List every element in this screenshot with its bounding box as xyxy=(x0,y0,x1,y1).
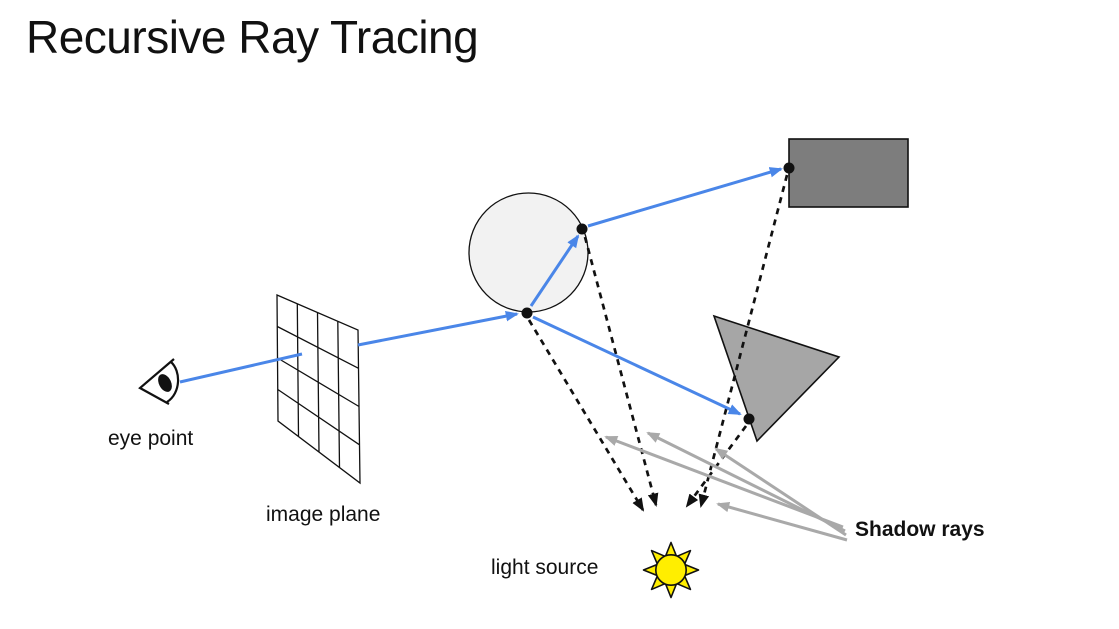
image-plane-label: image plane xyxy=(266,503,381,526)
annotation-arrow-4 xyxy=(716,501,848,542)
internal-ray-in-sphere xyxy=(529,234,580,307)
image-plane-grid xyxy=(276,294,361,485)
eye-point-label: eye point xyxy=(108,427,194,450)
shadow-ray-from-sphere-bottom xyxy=(527,319,645,512)
rectangle-object xyxy=(788,138,909,208)
eye-icon xyxy=(138,358,180,405)
shadow-rays-label: Shadow rays xyxy=(855,518,985,541)
primary-ray-eye-segment xyxy=(179,352,303,384)
annotation-arrow-3 xyxy=(714,447,847,537)
transmitted-ray-to-triangle xyxy=(532,315,742,416)
hit-point-rectangle xyxy=(783,162,795,174)
light-source-label: light source xyxy=(491,556,599,579)
sun-icon xyxy=(642,541,700,599)
reflected-ray-to-rectangle xyxy=(587,167,783,228)
shadow-ray-from-sphere-top xyxy=(583,236,659,507)
page-title: Recursive Ray Tracing xyxy=(26,11,479,63)
hit-point-sphere-top xyxy=(576,223,588,235)
primary-ray-to-sphere xyxy=(357,310,519,347)
hit-point-triangle xyxy=(743,413,755,425)
sphere-object xyxy=(468,192,589,313)
annotation-arrow-2 xyxy=(646,431,846,533)
hit-point-sphere-bottom xyxy=(521,307,533,319)
